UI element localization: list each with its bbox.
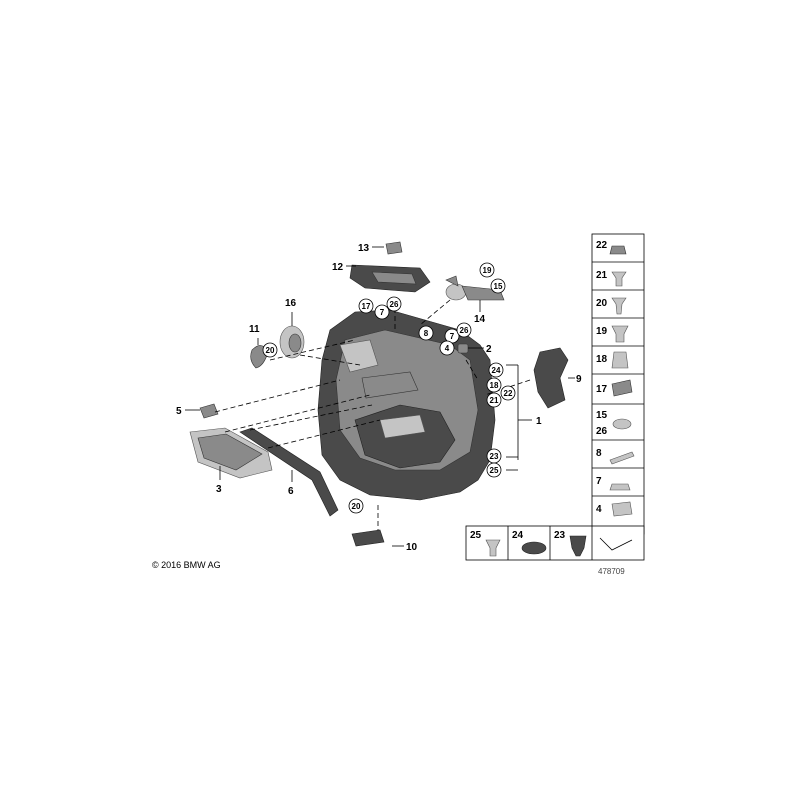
diagram-ref-number: 478709 (598, 567, 625, 576)
trim-clip-part-5 (199, 403, 219, 419)
callout-3: 3 (216, 484, 222, 495)
legend-label-26: 26 (596, 426, 608, 437)
bottom-legend-label-24: 24 (512, 530, 524, 541)
svg-text:22: 22 (504, 389, 513, 398)
legend-icon-17 (611, 379, 633, 397)
side-legend: 22 21 20 19 18 17 15 26 8 7 4 (591, 233, 645, 535)
circled-ref-7-upper: 7 (374, 304, 390, 320)
svg-text:4: 4 (445, 344, 450, 353)
legend-icon-8 (609, 451, 635, 465)
circled-ref-26-lower: 26 (456, 322, 472, 338)
legend-icon-4 (611, 501, 633, 517)
callout-10: 10 (406, 542, 418, 553)
door-trim-panel (317, 309, 496, 501)
callout-labels: 1 2 3 5 6 9 10 11 12 13 14 16 (176, 243, 582, 553)
svg-text:15: 15 (494, 282, 503, 291)
circled-ref-15: 15 (490, 278, 506, 294)
trim-strip (239, 427, 339, 517)
circled-ref-23: 23 (486, 448, 502, 464)
circled-ref-22: 22 (500, 385, 516, 401)
callout-16: 16 (285, 298, 297, 309)
circled-ref-4: 4 (439, 340, 455, 356)
copyright-text: © 2016 BMW AG (152, 560, 221, 570)
legend-icon-18 (611, 351, 629, 369)
legend-icon-7 (609, 483, 631, 491)
callout-1: 1 (536, 416, 542, 427)
legend-icon-15 (612, 418, 632, 430)
assembly-lines (214, 299, 531, 530)
armrest-panel (189, 427, 273, 479)
svg-text:21: 21 (490, 396, 499, 405)
circled-ref-17: 17 (358, 298, 374, 314)
legend-label-21: 21 (596, 270, 608, 281)
circled-ref-20-lower: 20 (348, 498, 364, 514)
svg-text:20: 20 (352, 502, 361, 511)
svg-text:18: 18 (490, 381, 499, 390)
legend-label-19: 19 (596, 326, 608, 337)
svg-text:26: 26 (390, 300, 399, 309)
bottom-legend-icon-23 (569, 535, 587, 557)
circled-ref-25: 25 (486, 462, 502, 478)
callout-9: 9 (576, 374, 582, 385)
callout-11: 11 (249, 324, 260, 335)
circled-ref-24: 24 (488, 362, 504, 378)
circled-ref-20-upper: 20 (262, 342, 278, 358)
legend-label-17: 17 (596, 384, 608, 395)
bottom-legend-icon-24 (521, 541, 547, 555)
bottom-closure (351, 529, 385, 547)
reinforcement-bracket (533, 347, 569, 409)
legend-label-20: 20 (596, 298, 608, 309)
legend-label-22: 22 (596, 240, 608, 251)
circled-ref-19: 19 (479, 262, 495, 278)
bottom-legend: 25 24 23 (465, 525, 645, 561)
legend-label-18: 18 (596, 354, 608, 365)
svg-text:17: 17 (362, 302, 371, 311)
svg-text:25: 25 (490, 466, 499, 475)
circled-ref-18: 18 (486, 377, 502, 393)
leader-lines (185, 246, 575, 547)
speaker-cover (279, 325, 305, 359)
bottom-legend-label-23: 23 (554, 530, 566, 541)
legend-icon-22 (609, 245, 627, 255)
grommet (457, 343, 469, 354)
bottom-legend-label-25: 25 (470, 530, 482, 541)
bottom-legend-icon-25 (485, 539, 501, 557)
svg-text:19: 19 (483, 266, 492, 275)
svg-text:7: 7 (380, 308, 385, 317)
legend-icon-20 (611, 297, 627, 315)
callout-2: 2 (486, 344, 492, 355)
svg-text:20: 20 (266, 346, 275, 355)
circled-ref-21: 21 (486, 392, 502, 408)
svg-text:24: 24 (492, 366, 501, 375)
legend-icon-21 (611, 271, 627, 287)
svg-text:7: 7 (450, 332, 455, 341)
handle-bezel (349, 264, 431, 293)
legend-icon-19 (611, 325, 629, 343)
circled-refs: 20 17 26 7 8 7 26 4 19 15 24 18 22 21 23… (262, 262, 516, 514)
legend-label-4: 4 (596, 504, 602, 515)
callout-5: 5 (176, 406, 182, 417)
callout-13: 13 (358, 243, 370, 254)
callout-6: 6 (288, 486, 294, 497)
bracket-outline-icon (599, 537, 633, 551)
legend-label-7: 7 (596, 476, 602, 487)
handle-cover (385, 241, 403, 255)
circled-ref-26-upper: 26 (386, 296, 402, 312)
callout-12: 12 (332, 262, 344, 273)
legend-label-8: 8 (596, 448, 602, 459)
svg-text:8: 8 (424, 329, 429, 338)
circled-ref-8: 8 (418, 325, 434, 341)
svg-text:23: 23 (490, 452, 499, 461)
svg-text:26: 26 (460, 326, 469, 335)
legend-label-15: 15 (596, 410, 608, 421)
callout-14: 14 (474, 314, 486, 325)
